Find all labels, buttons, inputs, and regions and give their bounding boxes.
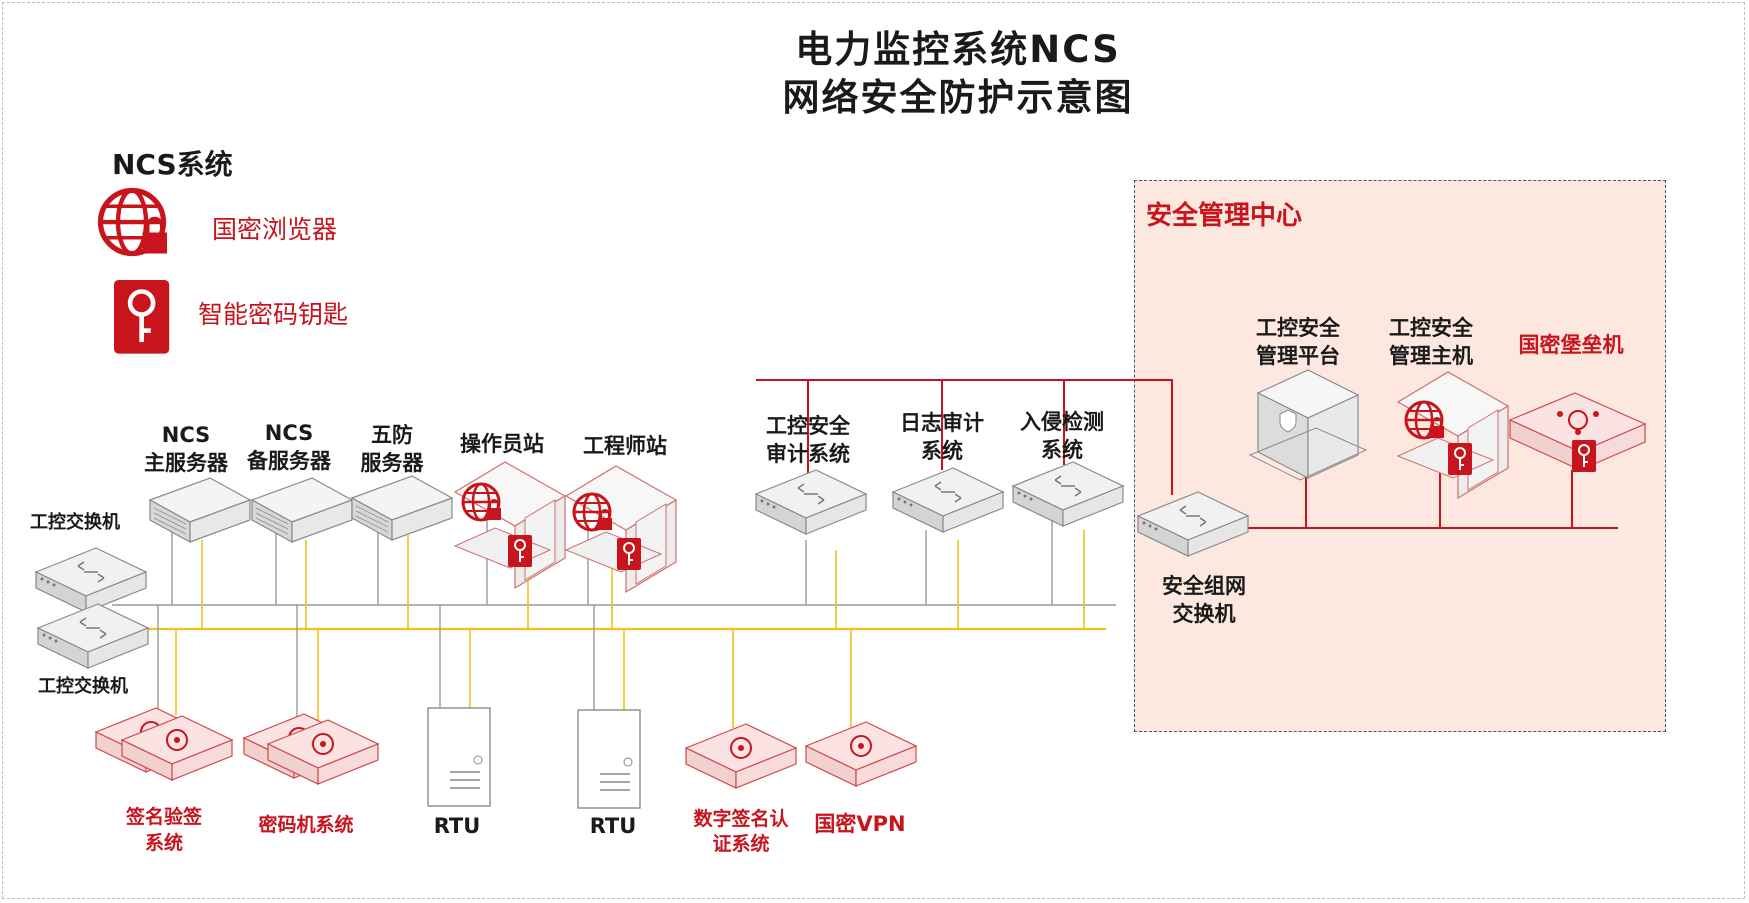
legend-key-icon (114, 280, 169, 354)
rtu-1-device (427, 707, 491, 807)
main-server-label-1: NCS (161, 423, 211, 447)
host-label-2: 管理主机 (1389, 344, 1473, 368)
sign-verify-device (95, 707, 233, 781)
fivedefense-label-2: 服务器 (360, 451, 424, 475)
security-switch-label-1: 安全组网 (1162, 574, 1246, 598)
sign-verify-label-2: 系统 (144, 832, 184, 854)
engineer-label: 工程师站 (583, 434, 667, 458)
host-label-1: 工控安全 (1389, 316, 1473, 340)
bastion-host (1508, 392, 1647, 473)
backup-server-label-1: NCS (264, 421, 314, 445)
legend-browser-label: 国密浏览器 (212, 215, 338, 244)
operator-label: 操作员站 (460, 432, 544, 456)
log-audit-label-1: 日志审计 (900, 411, 984, 435)
platform-label-2: 管理平台 (1256, 344, 1340, 368)
legend-heading: NCS系统 (112, 148, 233, 181)
fivedefense-label-1: 五防 (371, 423, 413, 447)
gray-drops (157, 510, 1053, 725)
cipher-label: 密码机系统 (258, 814, 354, 836)
ids-label-2: 系统 (1041, 438, 1083, 462)
fivedefense-server (351, 475, 453, 541)
operator-station (454, 461, 566, 589)
digital-sign-label-2: 证系统 (712, 833, 770, 855)
ics-security-host (1397, 371, 1509, 499)
ids-device (1012, 461, 1124, 527)
sign-verify-label-1: 签名验签 (125, 806, 203, 828)
legend-key-label: 智能密码钥匙 (198, 300, 349, 329)
ics-audit-device (755, 469, 867, 535)
switch-top-label: 工控交换机 (30, 512, 120, 533)
audit-label-1: 工控安全 (766, 414, 850, 438)
backup-server-label-2: 备服务器 (247, 449, 331, 473)
vpn-device (805, 721, 917, 787)
log-audit-label-2: 系统 (921, 439, 963, 463)
rtu-2-label: RTU (589, 814, 637, 838)
cipher-machine-device (243, 713, 379, 785)
ics-security-platform (1248, 369, 1368, 481)
ids-label-1: 入侵检测 (1020, 410, 1104, 434)
platform-label-1: 工控安全 (1256, 316, 1340, 340)
legend-globe-lock-icon (101, 191, 168, 254)
security-center-title: 安全管理中心 (1146, 201, 1303, 231)
red-security-bus (756, 379, 1618, 529)
digital-sign-label-1: 数字签名认 (693, 808, 789, 830)
digital-sign-device (685, 723, 797, 789)
title-line-1: 电力监控系统NCS (795, 28, 1121, 71)
security-switch-label-2: 交换机 (1172, 602, 1236, 626)
security-network-switch (1137, 491, 1249, 557)
audit-label-2: 审计系统 (766, 442, 850, 466)
vpn-label: 国密VPN (814, 812, 906, 836)
switch-bottom-label: 工控交换机 (38, 676, 128, 697)
ncs-main-server (149, 477, 251, 543)
title-line-2: 网络安全防护示意图 (782, 76, 1134, 119)
rtu-1-label: RTU (433, 814, 481, 838)
log-audit-device (892, 467, 1004, 533)
bastion-label: 国密堡垒机 (1518, 333, 1624, 357)
ics-switch-top (35, 547, 147, 613)
ncs-backup-server (251, 477, 353, 543)
main-server-label-2: 主服务器 (144, 451, 228, 475)
rtu-2-device (577, 709, 641, 809)
ics-switch-bottom (37, 603, 149, 669)
engineer-station (565, 465, 677, 593)
